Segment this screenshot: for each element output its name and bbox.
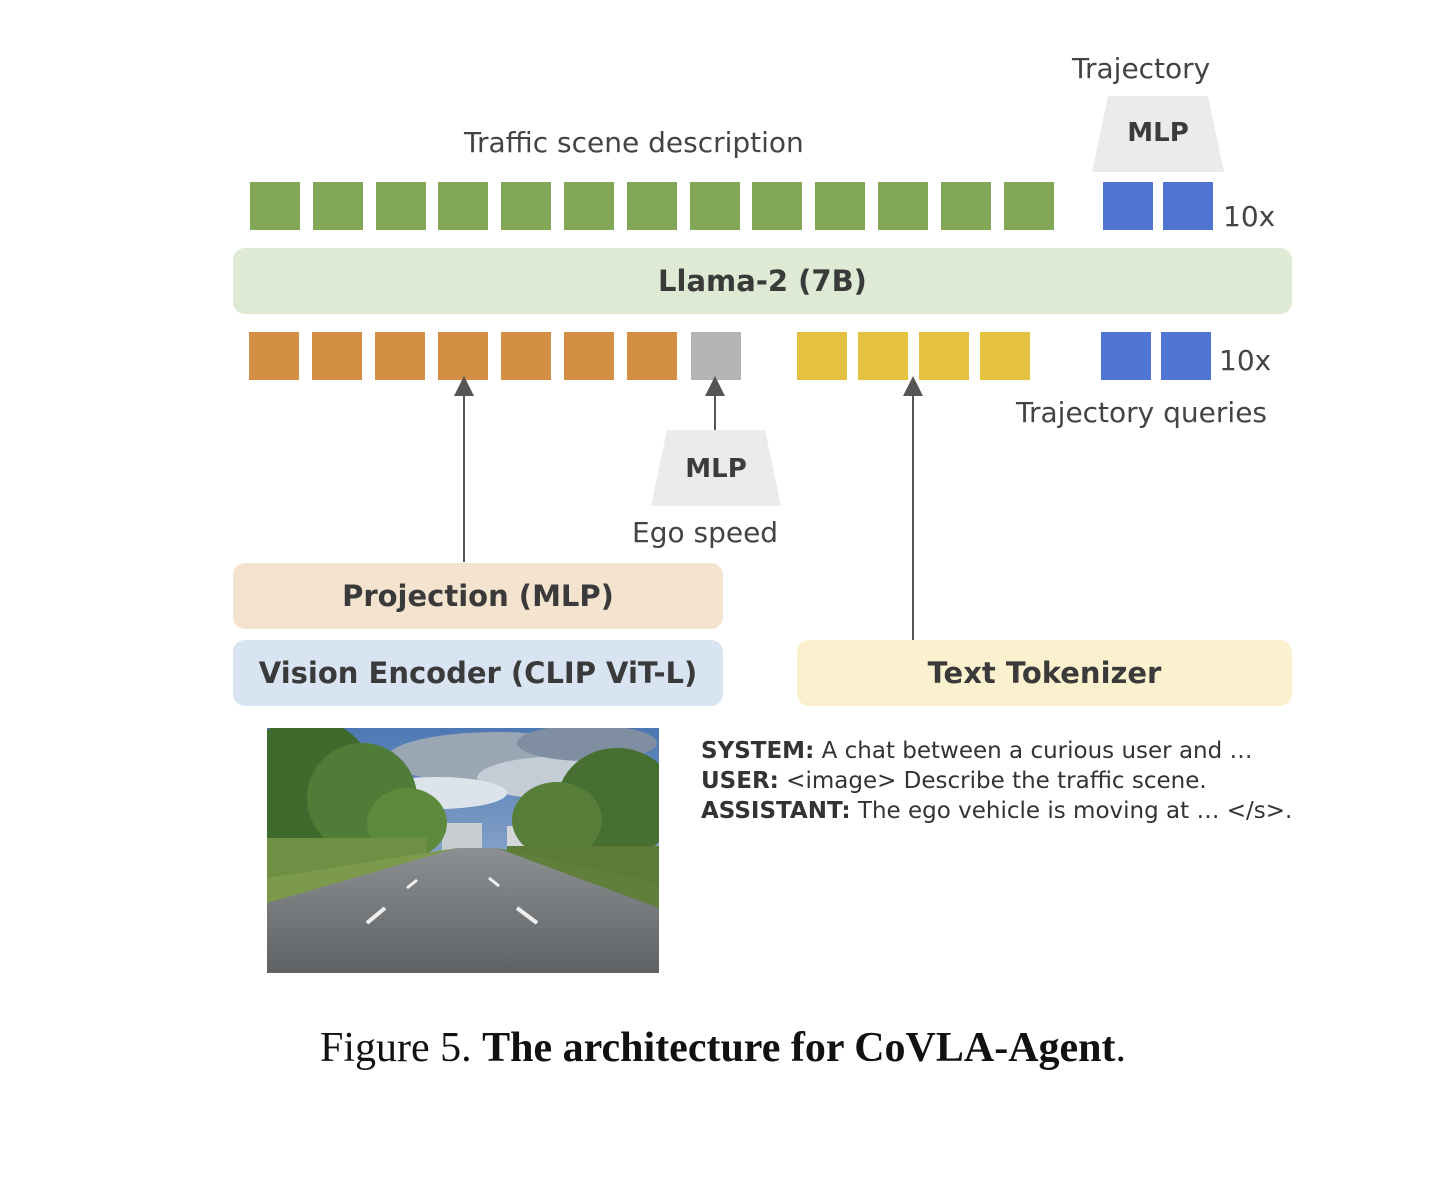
assistant-text: The ego vehicle is moving at … </s>. [850,798,1293,824]
speed-token [691,332,741,380]
trapezoid-shape [1092,96,1224,172]
trajectory-queries-label: Trajectory queries [1016,396,1268,429]
traffic-scene-description-label: Traffic scene description [464,126,804,159]
prompt-text-token [797,332,847,380]
vision-token [627,332,677,380]
mlp-trajectory-label: MLP [1127,118,1189,148]
trajectory-query-token [1101,332,1151,380]
vision-encoder-block: Vision Encoder (CLIP ViT-L) [233,640,723,706]
llm-block: Llama-2 (7B) [233,248,1292,314]
text-output-token [689,182,740,230]
text-output-token [312,182,363,230]
system-key: SYSTEM: [701,738,815,764]
text-output-token [501,182,552,230]
ego-speed-label: Ego speed [632,516,779,549]
caption-prefix: Figure 5. [319,1025,483,1071]
prompt-text-token [858,332,908,380]
text-output-token [752,182,803,230]
projection-block: Projection (MLP) [233,563,723,629]
system-line: SYSTEM: A chat between a curious user an… [701,736,1292,766]
vision-token [249,332,299,380]
vision-token [312,332,362,380]
prompt-text-token [919,332,969,380]
mlp-trajectory-head: MLP [1092,96,1224,172]
system-text: A chat between a curious user and … [814,738,1253,764]
repeat-count-output: 10x [1223,200,1276,233]
repeat-count-input: 10x [1219,344,1272,377]
text-tokenizer-block: Text Tokenizer [797,640,1292,706]
user-key: USER: [701,768,779,794]
trajectory-label: Trajectory [1072,52,1211,85]
vision-token [501,332,551,380]
connection-arrows [454,376,923,641]
text-output-token [375,182,426,230]
caption-title: The architecture for CoVLA-Agent [482,1025,1116,1071]
assistant-key: ASSISTANT: [701,798,851,824]
user-text: <image> Describe the traffic scene. [778,768,1207,794]
text-output-token [626,182,677,230]
text-output-token [564,182,614,230]
mlp-ego-speed-label: MLP [685,454,747,484]
vision-token [564,332,614,380]
user-line: USER: <image> Describe the traffic scene… [701,766,1292,796]
prompt-text: SYSTEM: A chat between a curious user an… [701,736,1292,826]
text-output-token [940,182,991,230]
text-output-token [1003,182,1054,230]
prompt-text-token [980,332,1030,380]
trapezoid-shape [651,430,781,506]
text-output-token [878,182,928,230]
text-output-token [815,182,866,230]
figure-caption: Figure 5. The architecture for CoVLA-Age… [0,1024,1446,1072]
trajectory-output-token [1103,182,1153,230]
text-output-token [250,182,300,230]
mlp-ego-speed: MLP [651,430,781,506]
trajectory-query-token [1161,332,1211,380]
trajectory-output-token [1163,182,1213,230]
text-output-token [438,182,489,230]
vision-token [375,332,425,380]
road-scene-image [267,728,659,973]
caption-suffix: . [1115,1025,1127,1071]
assistant-line: ASSISTANT: The ego vehicle is moving at … [701,796,1292,826]
vision-token [438,332,488,380]
